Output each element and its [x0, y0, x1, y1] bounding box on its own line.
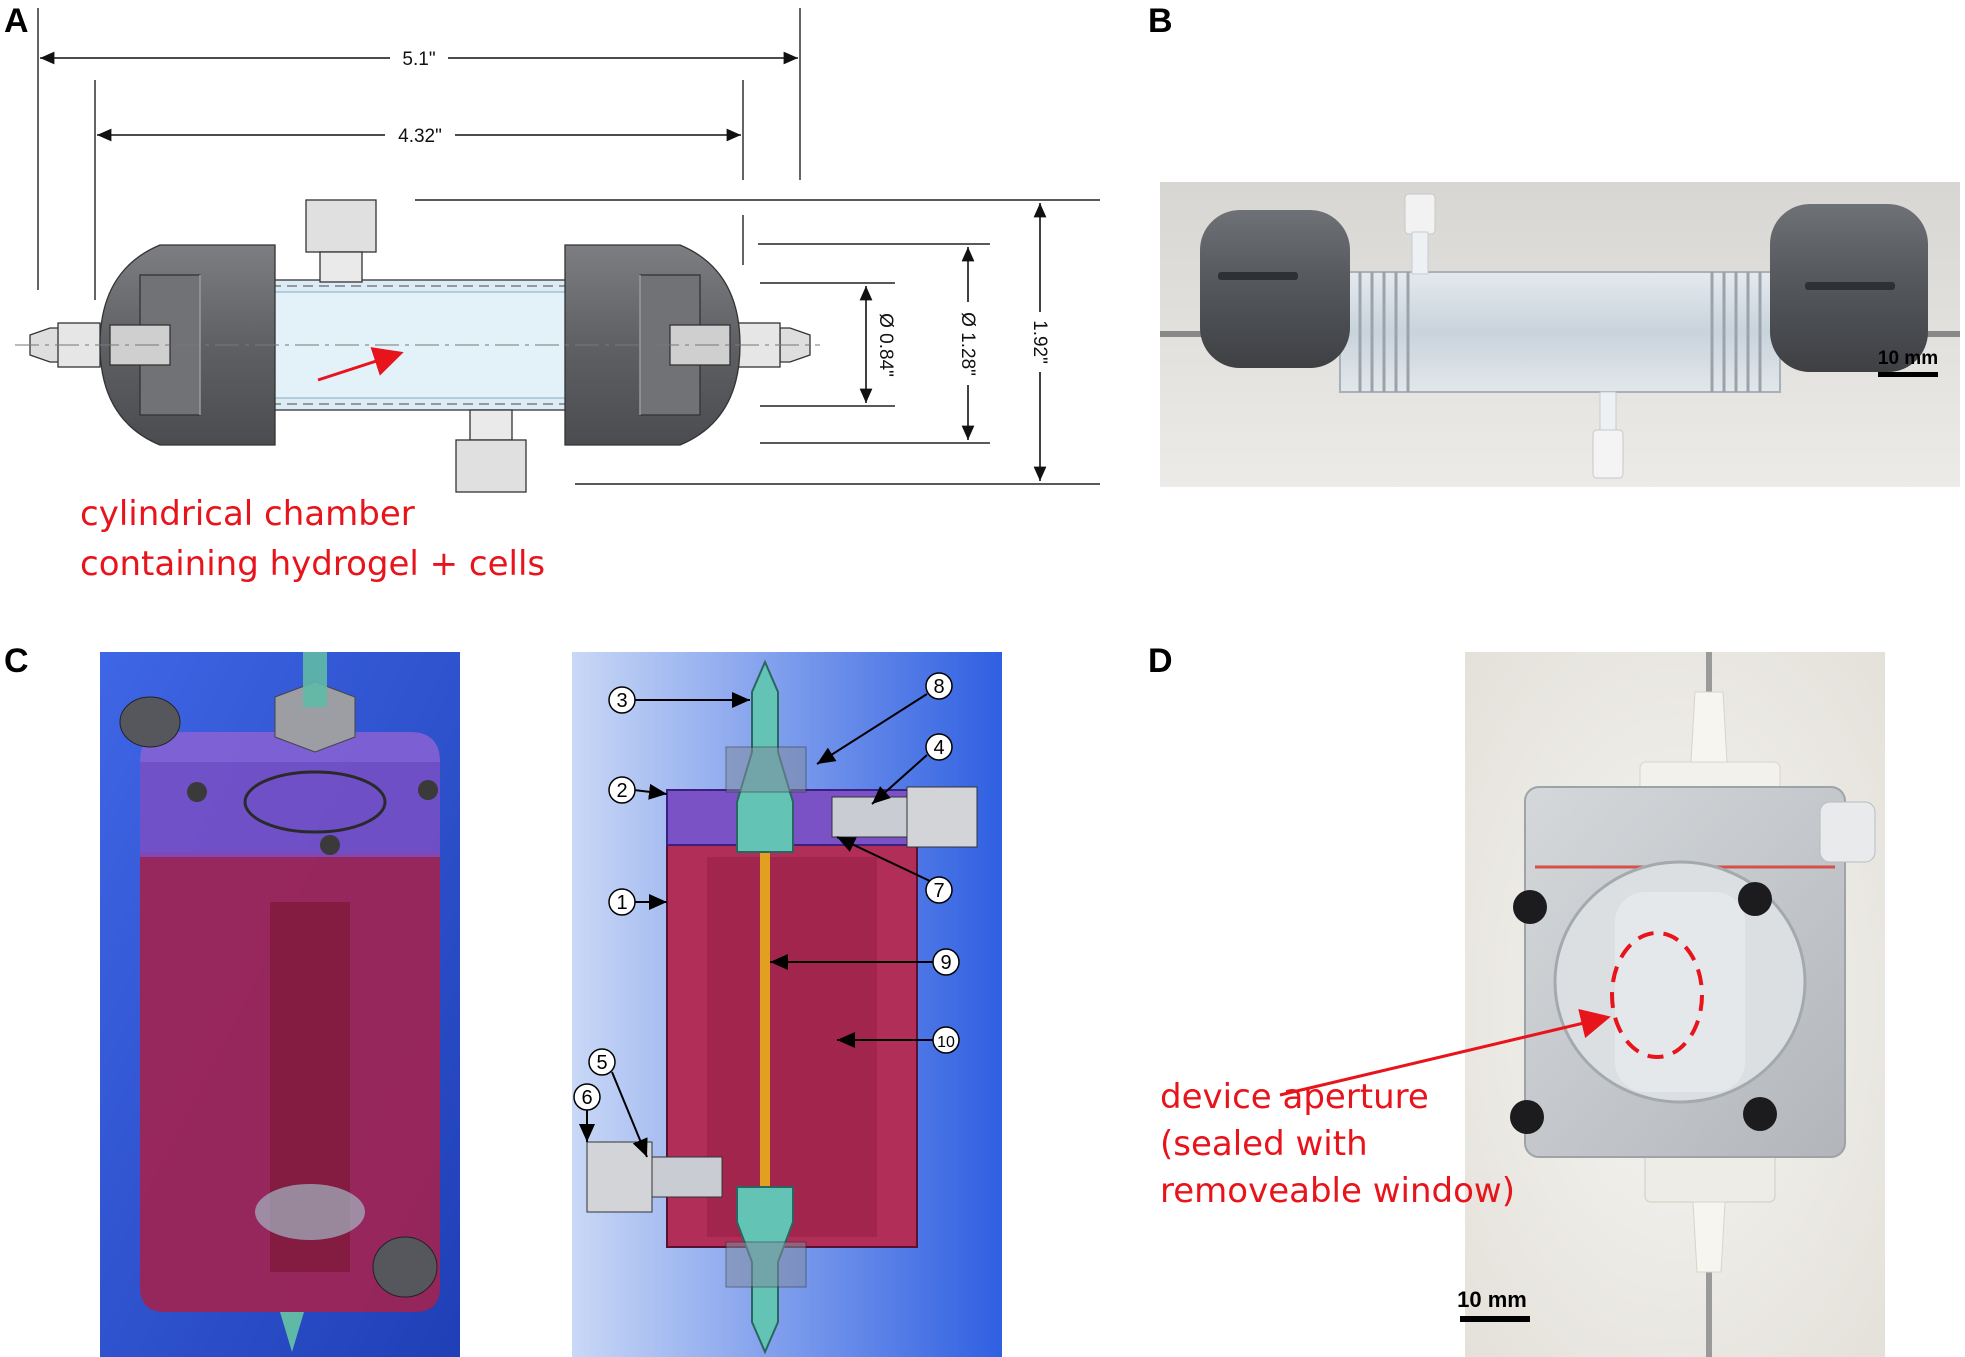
extension-lines — [37, 8, 1100, 485]
callout-5: 5 — [596, 1052, 607, 1074]
annotation-chamber-line2: containing hydrogel + cells — [80, 544, 545, 584]
panel-c-label: C — [4, 642, 29, 680]
panel-c-render-3d — [100, 652, 460, 1357]
panel-d-photo — [1465, 652, 1885, 1357]
panel-a-label: A — [4, 2, 29, 40]
annotation-chamber-line1: cylindrical chamber — [80, 494, 415, 534]
dim-height: 1.92" — [1029, 320, 1050, 364]
aperture-outline — [1610, 931, 1704, 1059]
callout-10: 10 — [937, 1034, 955, 1051]
dimension-lines — [40, 51, 1047, 481]
callout-3: 3 — [616, 690, 627, 712]
panel-d-label: D — [1148, 642, 1173, 680]
callout-7: 7 — [933, 880, 944, 902]
callout-9: 9 — [940, 952, 951, 974]
callout-2: 2 — [616, 780, 627, 802]
panel-c-section-view: 3 8 4 2 1 7 9 10 5 6 — [572, 652, 1002, 1357]
annotation-aperture-line1: device aperture — [1160, 1077, 1429, 1117]
dim-outer-diameter: Ø 1.28" — [957, 312, 978, 376]
scale-bar-d-label: 10 mm — [1457, 1287, 1527, 1312]
dim-inner-diameter: Ø 0.84" — [875, 313, 896, 377]
callout-6: 6 — [581, 1087, 592, 1109]
scale-bar-b-label: 10 mm — [1878, 348, 1938, 369]
device-drawing — [29, 199, 811, 493]
annotation-aperture-line2: (sealed with — [1160, 1124, 1368, 1164]
callout-1: 1 — [616, 892, 627, 914]
scale-bar-d — [1460, 1316, 1530, 1322]
chamber-pointer-arrow — [317, 347, 404, 382]
annotation-aperture-line3: removeable window) — [1160, 1171, 1515, 1211]
scale-bar-b — [1878, 372, 1938, 377]
panel-b-photo: 10 mm — [1160, 182, 1960, 487]
dim-overall-length: 5.1" — [402, 49, 435, 70]
dim-chamber-length: 4.32" — [398, 126, 442, 147]
callout-8: 8 — [933, 676, 944, 698]
panel-d-annotation: device aperture (sealed with removeable … — [1160, 1008, 1611, 1322]
panel-b-label: B — [1148, 2, 1173, 40]
callout-4: 4 — [933, 737, 944, 759]
panel-a-drawing: 5.1" 4.32" Ø 0.84" Ø 1.28" 1.92" — [15, 8, 1100, 584]
